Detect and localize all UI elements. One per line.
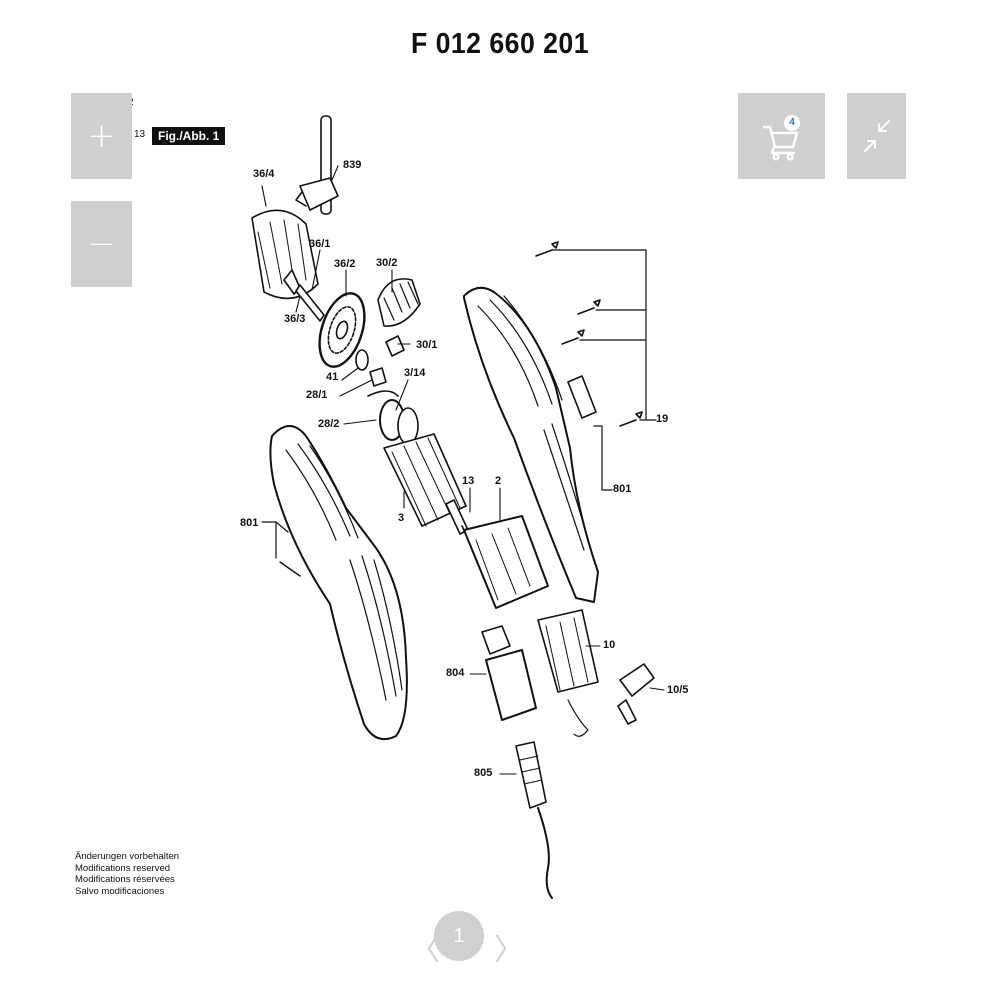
callout-801-right: 801 <box>613 483 632 495</box>
collapse-icon <box>864 120 890 152</box>
small-parts <box>355 349 399 397</box>
chuck-key-part <box>295 115 339 215</box>
callout-19: 19 <box>656 413 669 425</box>
disclaimer-line-fr: Modifications réservées <box>75 874 175 885</box>
clip-part <box>385 335 405 357</box>
disclaimer-line-es: Salvo modificaciones <box>75 885 165 897</box>
callout-3-14: 3/14 <box>404 367 426 379</box>
spindle-part <box>295 284 325 322</box>
collapse-button[interactable] <box>847 93 906 179</box>
callout-3: 3 <box>398 512 405 524</box>
housing-left-part <box>269 425 408 740</box>
callout-10-5: 10/5 <box>667 684 689 696</box>
zoom-in-button[interactable]: + <box>71 93 132 179</box>
callout-41: 41 <box>326 371 339 383</box>
callout-36-3: 36/3 <box>284 313 306 325</box>
power-cord-part <box>515 741 553 899</box>
next-page-button[interactable]: 〉 <box>494 933 524 968</box>
document-title: F 012 660 201 <box>410 28 590 60</box>
gear-large-part <box>318 292 366 368</box>
carbon-brush-part <box>617 663 655 725</box>
callout-36-2: 36/2 <box>334 258 356 270</box>
current-page-indicator[interactable]: 1 <box>434 911 484 961</box>
switch-part <box>481 625 537 721</box>
armature-gear-part <box>379 399 419 445</box>
callout-801-left: 801 <box>240 517 259 529</box>
figure-reference: 13 <box>134 129 146 140</box>
cart-count-badge: 4 <box>784 115 800 131</box>
callout-2: 2 <box>495 475 502 487</box>
callout-10: 10 <box>603 639 616 651</box>
zoom-out-button[interactable]: − <box>71 201 132 287</box>
housing-right-part <box>463 286 599 603</box>
pagination: 〈 1 〉 <box>410 911 524 981</box>
callout-28-2: 28/2 <box>318 418 340 430</box>
armature-part <box>383 433 473 547</box>
brush-holder-part <box>537 609 599 737</box>
pinion-gear-part <box>377 278 421 327</box>
callout-30-1: 30/1 <box>416 339 438 351</box>
callout-36-4: 36/4 <box>253 168 275 180</box>
modifications-disclaimer: Änderungen vorbehalten Modifications res… <box>75 851 179 897</box>
chuck-part <box>251 209 319 300</box>
field-stator-part <box>463 515 549 609</box>
callout-30-2: 30/2 <box>376 257 398 269</box>
disclaimer-line-en: Modifications reserved <box>75 862 171 874</box>
figure-label: Fig./Abb. 1 <box>152 127 226 145</box>
callout-13: 13 <box>462 475 475 487</box>
callout-36-1: 36/1 <box>309 238 331 250</box>
callout-839: 839 <box>343 159 362 171</box>
disclaimer-line-de: Änderungen vorbehalten <box>75 851 180 862</box>
cart-icon <box>762 125 799 161</box>
callout-804: 804 <box>446 667 465 679</box>
callout-28-1: 28/1 <box>306 389 328 401</box>
cart-button[interactable]: 4 <box>738 93 825 179</box>
screws-part <box>535 241 643 427</box>
callout-805: 805 <box>474 767 493 779</box>
